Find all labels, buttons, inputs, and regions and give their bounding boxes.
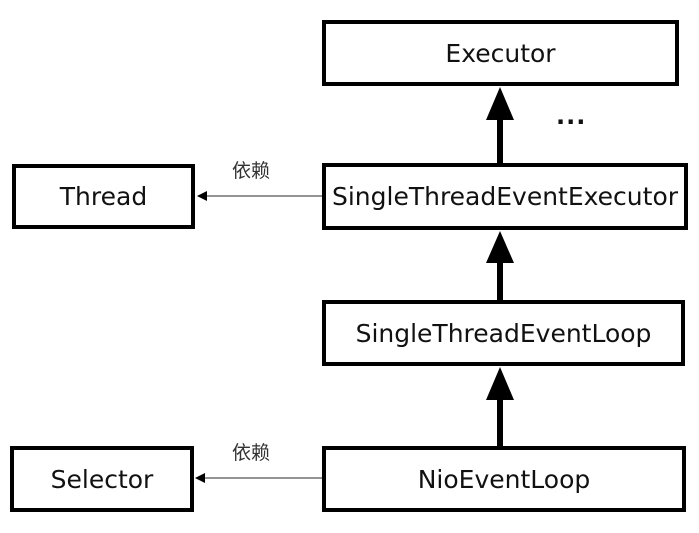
dependency-label-selector: 依赖 [232,442,271,464]
single-thread-event-loop-node: SingleThreadEventLoop [322,300,685,366]
single-thread-event-executor-node: SingleThreadEventExecutor [322,163,688,230]
thread-label: Thread [59,182,148,211]
inheritance-arrow-executor-to-base [486,87,514,164]
single-thread-event-executor-label: SingleThreadEventExecutor [331,182,679,211]
executor-label: Executor [445,38,556,68]
single-thread-event-loop-label: SingleThreadEventLoop [355,318,652,348]
executor-node: Executor [322,20,679,86]
nio-event-loop-node: NioEventLoop [322,446,686,512]
ellipsis: ... [556,102,587,130]
nio-event-loop-label: NioEventLoop [417,464,591,494]
dependency-label-thread: 依赖 [232,160,271,182]
inheritance-arrow-loop-to-executor [486,231,514,300]
inheritance-arrow-nio-to-loop [486,367,514,446]
selector-node: Selector [10,446,194,512]
selector-label: Selector [50,464,154,494]
thread-node: Thread [12,164,195,229]
